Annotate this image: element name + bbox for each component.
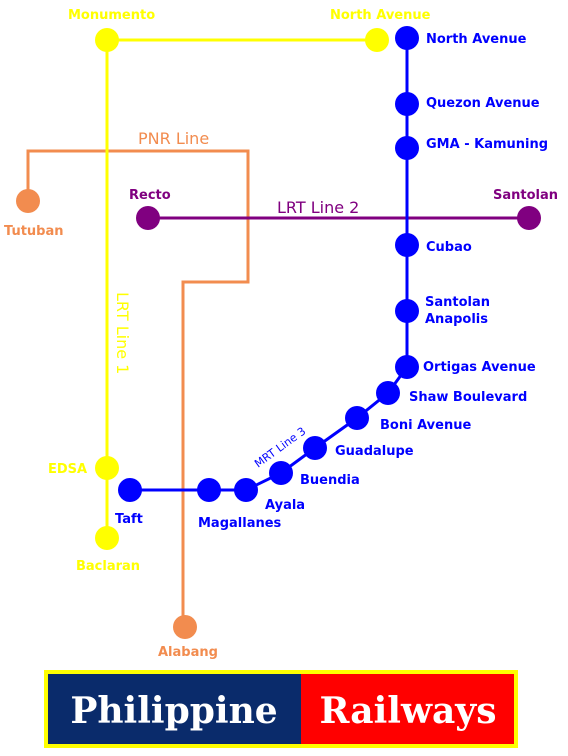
banner-left-panel	[48, 674, 301, 744]
label-santolan-anapolis-line2: Anapolis	[425, 312, 488, 327]
station-alabang[interactable]	[173, 615, 197, 639]
pnr-line-label: PNR Line	[138, 129, 209, 148]
station-magallanes[interactable]	[197, 478, 221, 502]
station-lrt1-north-avenue[interactable]	[365, 28, 389, 52]
station-ayala[interactable]	[234, 478, 258, 502]
label-santolan-lrt2: Santolan	[493, 188, 558, 203]
station-santolan-anapolis[interactable]	[395, 299, 419, 323]
label-lrt1-north-avenue: North Avenue	[330, 8, 431, 23]
lrt1-line-track	[105, 38, 377, 538]
station-recto[interactable]	[136, 206, 160, 230]
station-boni[interactable]	[345, 406, 369, 430]
station-tutuban[interactable]	[16, 189, 40, 213]
label-magallanes: Magallanes	[198, 516, 282, 531]
label-santolan-anapolis-line1: Santolan	[425, 295, 490, 310]
label-mrt3-north-avenue: North Avenue	[426, 32, 527, 47]
philippine-railways-banner: Philippine Railways	[44, 670, 518, 748]
station-buendia[interactable]	[269, 461, 293, 485]
label-gma-kamuning: GMA - Kamuning	[426, 137, 548, 152]
label-tutuban: Tutuban	[4, 224, 64, 239]
banner-right-panel	[301, 674, 514, 744]
station-santolan-lrt2[interactable]	[517, 206, 541, 230]
station-gma-kamuning[interactable]	[395, 136, 419, 160]
station-baclaran[interactable]	[95, 526, 119, 550]
label-ortigas: Ortigas Avenue	[423, 360, 536, 375]
label-shaw: Shaw Boulevard	[409, 390, 527, 405]
lrt1-line-label: LRT Line 1	[113, 292, 132, 374]
label-boni: Boni Avenue	[380, 418, 471, 433]
label-cubao: Cubao	[426, 240, 472, 255]
label-alabang: Alabang	[158, 645, 218, 660]
label-monumento: Monumento	[68, 8, 155, 23]
lrt2-line-label: LRT Line 2	[277, 198, 359, 217]
label-guadalupe: Guadalupe	[335, 444, 414, 459]
label-buendia: Buendia	[300, 473, 360, 488]
label-taft: Taft	[115, 512, 143, 527]
station-edsa[interactable]	[95, 456, 119, 480]
label-recto: Recto	[129, 188, 171, 203]
station-cubao[interactable]	[395, 233, 419, 257]
label-edsa: EDSA	[48, 462, 87, 477]
station-mrt3-north-avenue[interactable]	[395, 26, 419, 50]
station-taft[interactable]	[118, 478, 142, 502]
station-shaw[interactable]	[376, 381, 400, 405]
banner-right-text: Railways	[320, 690, 497, 732]
station-monumento[interactable]	[95, 28, 119, 52]
label-baclaran: Baclaran	[76, 559, 140, 574]
label-quezon-avenue: Quezon Avenue	[426, 96, 540, 111]
station-guadalupe[interactable]	[303, 436, 327, 460]
label-ayala: Ayala	[265, 498, 305, 513]
banner-left-text: Philippine	[70, 690, 277, 732]
station-ortigas[interactable]	[395, 355, 419, 379]
station-quezon-avenue[interactable]	[395, 92, 419, 116]
